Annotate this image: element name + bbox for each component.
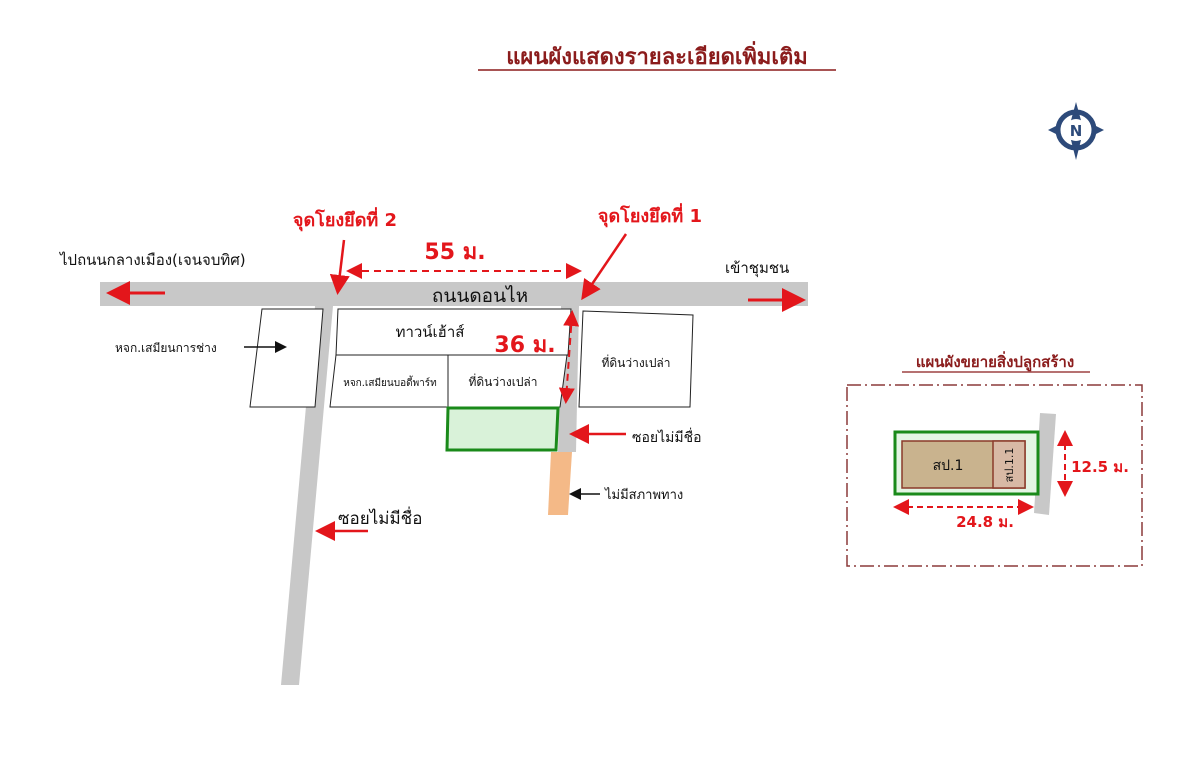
main-road <box>100 282 808 306</box>
svg-text:N: N <box>1070 122 1083 140</box>
anchor-2-label: จุดโยงยึดที่ 2 <box>293 207 397 232</box>
soi-left-label: ซอยไม่มีชื่อ <box>338 506 422 529</box>
distance-36-dimension <box>558 310 580 404</box>
plot-left-label: หจก.เสมียนการช่าง <box>115 341 217 355</box>
subject-plot <box>445 406 560 452</box>
townhouse-label: ทาวน์เฮ้าส์ <box>396 323 465 341</box>
plot-left <box>249 308 324 408</box>
building-1-label: สป.1 <box>933 458 964 474</box>
map-title: แผนผังแสดงรายละเอียดเพิ่มเติม <box>506 40 807 70</box>
plot-vacant-right <box>578 310 694 408</box>
vacant-mid-label: ที่ดินว่างเปล่า <box>468 373 537 389</box>
anchor-1-arrow-icon <box>581 233 628 301</box>
plot-vacant-mid <box>447 354 568 408</box>
depth-label: 12.5 ม. <box>1071 458 1129 476</box>
main-road-label: ถนนดอนไห <box>432 285 528 307</box>
distance-36-label: 36 ม. <box>494 333 555 358</box>
anchor-2-arrow-icon <box>329 239 350 295</box>
left-soi-road <box>281 306 333 685</box>
unpaved-path <box>548 452 572 515</box>
direction-left-label: ไปถนนกลางเมือง(เจนจบทิศ) <box>59 251 246 269</box>
anchor-1-label: จุดโยงยึดที่ 1 <box>598 203 702 228</box>
soi-right-label: ซอยไม่มีชื่อ <box>632 428 702 446</box>
width-label: 24.8 ม. <box>956 513 1014 531</box>
inset-title: แผนผังขยายสิ่งปลูกสร้าง <box>916 351 1074 372</box>
vacant-right-label: ที่ดินว่างเปล่า <box>601 354 670 370</box>
no-road-label: ไม่มีสภาพทาง <box>604 487 683 503</box>
north-compass-icon: N <box>1048 102 1104 160</box>
dorm-label: หจก.เสมียนบอดี้พาร์ท <box>343 375 437 389</box>
building-1-1-label: สป.1.1 <box>1003 448 1016 483</box>
inset-frame <box>846 384 1143 567</box>
distance-55-label: 55 ม. <box>424 240 485 265</box>
building-spr-1-1 <box>992 440 1026 489</box>
direction-right-label: เข้าชุมชน <box>725 259 789 278</box>
